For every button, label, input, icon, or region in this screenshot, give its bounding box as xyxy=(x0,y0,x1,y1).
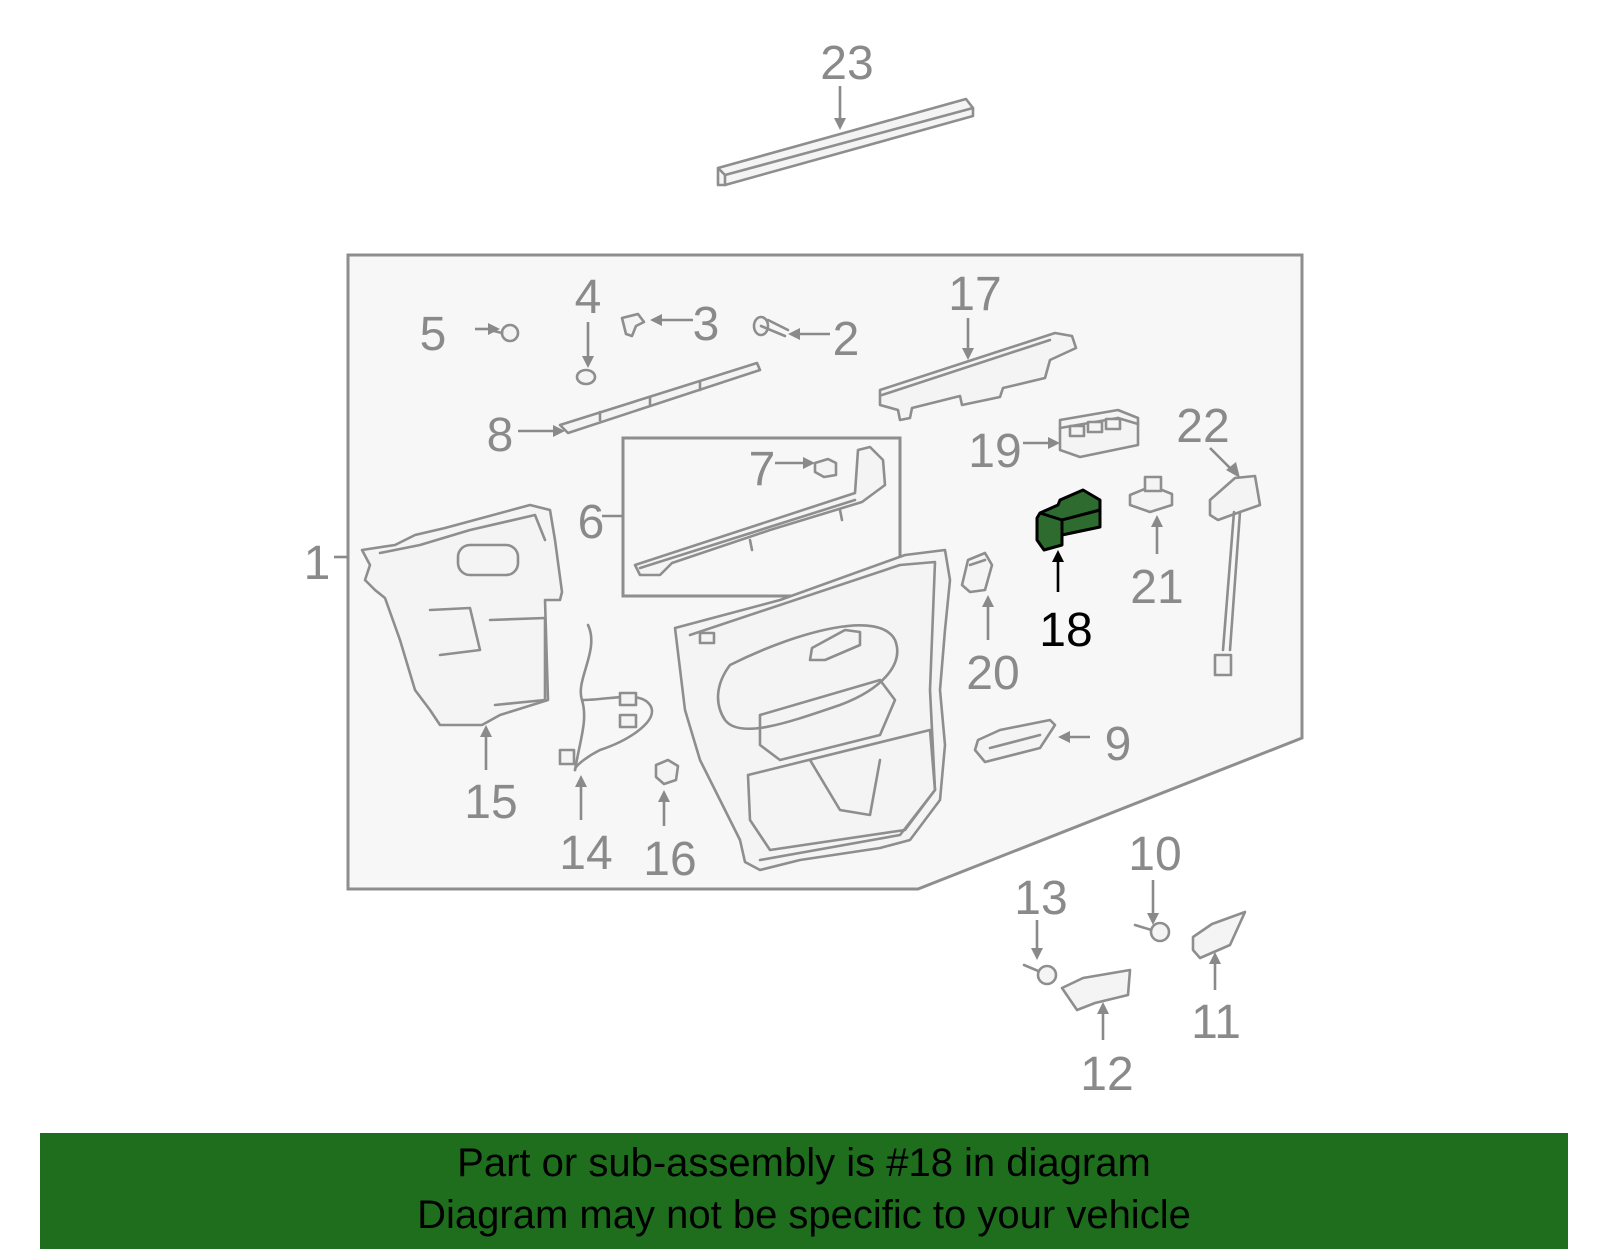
callout-20: 20 xyxy=(966,647,1019,700)
callout-8: 8 xyxy=(487,409,514,462)
part-22-lock-rod xyxy=(1208,474,1262,677)
part-6-bezel-strip xyxy=(633,445,887,577)
callout-11: 11 xyxy=(1191,996,1241,1049)
part-8-trim-strip xyxy=(558,361,762,435)
callout-23: 23 xyxy=(820,37,873,90)
callout-19: 19 xyxy=(968,425,1021,478)
part-15-trim-panel xyxy=(360,503,564,727)
callout-17: 17 xyxy=(948,268,1001,321)
part-17-armrest xyxy=(878,331,1078,422)
callout-18: 18 xyxy=(1039,604,1092,657)
part-19-window-switch xyxy=(1058,408,1140,459)
banner-line-2: Diagram may not be specific to your vehi… xyxy=(417,1193,1191,1237)
callout-16: 16 xyxy=(643,833,696,886)
callout-7: 7 xyxy=(749,443,776,496)
part-16-screw xyxy=(654,758,680,786)
part-9-inner-handle xyxy=(973,718,1057,764)
part-7-clip xyxy=(813,457,838,479)
part-23-molding xyxy=(716,97,975,187)
callout-10: 10 xyxy=(1128,828,1181,881)
leader-arrows xyxy=(334,86,1240,1040)
callout-22: 22 xyxy=(1176,400,1229,453)
callout-1: 1 xyxy=(304,537,331,590)
part-11-handle-cover xyxy=(1191,910,1247,960)
banner-line-1: Part or sub-assembly is #18 in diagram xyxy=(457,1141,1151,1185)
part-18-switch-bezel xyxy=(1035,488,1102,552)
part-12-pull-cover xyxy=(1060,968,1132,1012)
part-21-clip xyxy=(1128,475,1174,514)
callout-13: 13 xyxy=(1014,872,1067,925)
part-3-push-pin xyxy=(620,312,646,338)
part-13-pin xyxy=(1022,963,1058,986)
callout-9: 9 xyxy=(1105,718,1132,771)
callout-6: 6 xyxy=(578,496,605,549)
part-10-pin xyxy=(1133,921,1171,943)
parts-diagram: 23 5 4 3 2 17 8 19 22 7 6 1 18 21 20 9 1… xyxy=(304,37,1304,1101)
info-banner: Part or sub-assembly is #18 in diagram D… xyxy=(40,1133,1568,1249)
part-2-screw xyxy=(752,315,790,338)
callout-12: 12 xyxy=(1080,1048,1133,1101)
callout-3: 3 xyxy=(693,298,720,351)
callout-4: 4 xyxy=(575,271,602,324)
callout-14: 14 xyxy=(559,827,612,880)
subassembly-box-6 xyxy=(621,436,902,598)
callout-15: 15 xyxy=(464,776,517,829)
part-20-bracket xyxy=(960,551,994,594)
callout-5: 5 xyxy=(420,308,447,361)
callout-21: 21 xyxy=(1130,561,1183,614)
callout-2: 2 xyxy=(833,313,860,366)
part-14-wiring-harness xyxy=(558,623,654,772)
part-4-plug xyxy=(575,368,597,386)
part-1-door-trim xyxy=(673,548,952,872)
